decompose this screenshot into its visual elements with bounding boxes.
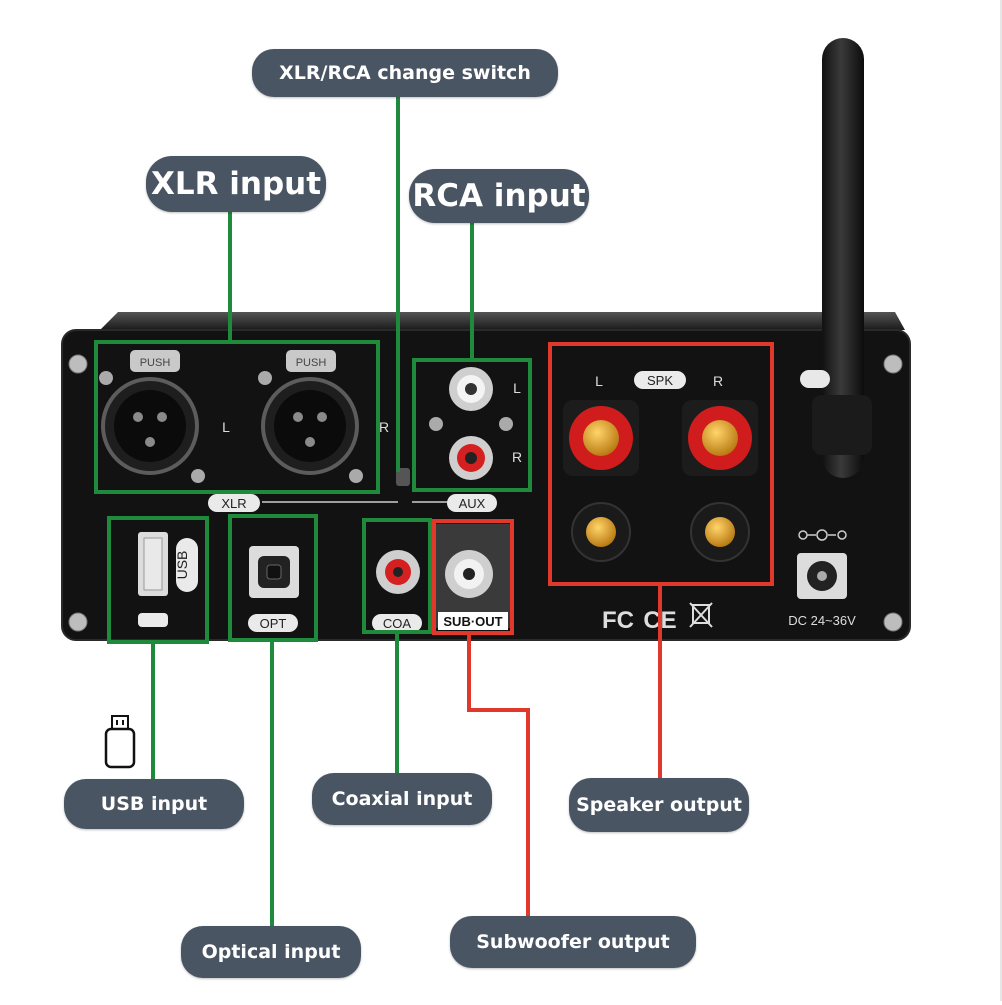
usb-flash-drive-icon: [104, 715, 136, 769]
rca-r-label: R: [512, 449, 522, 465]
callout-optical-input: Optical input: [181, 926, 361, 978]
coa-panel-label: COA: [383, 616, 412, 631]
sub-out-port: [436, 524, 510, 630]
rca-jack-white: [449, 367, 493, 411]
callout-xlr-input: XLR input: [146, 156, 326, 212]
speaker-terminals: [563, 371, 758, 562]
spk-l-label: L: [595, 373, 603, 389]
optical-port: [248, 546, 299, 632]
right-border: [1000, 0, 1002, 1001]
xlr-l-label: L: [222, 419, 230, 435]
callout-speaker-output: Speaker output: [569, 778, 749, 832]
xlr-r-label: R: [379, 419, 389, 435]
callout-xlr-rca-switch: XLR/RCA change switch: [252, 49, 558, 97]
rca-l-label: L: [513, 380, 521, 396]
fcc-mark: FC: [602, 607, 634, 634]
xlr-connector-left: [101, 350, 199, 475]
dc-power-jack: [797, 529, 847, 599]
sub-out-panel-label: SUB·OUT: [443, 614, 502, 629]
push-label-left: PUSH: [140, 357, 171, 369]
rca-jack-red: [449, 436, 493, 480]
xlr-panel-label: XLR: [221, 496, 246, 511]
usb-panel-label: USB: [174, 551, 190, 580]
xlr-aux-switch: [208, 468, 497, 512]
opt-panel-label: OPT: [260, 616, 287, 631]
callout-subwoofer-output: Subwoofer output: [450, 916, 696, 968]
usb-port: [138, 532, 198, 627]
antenna: [800, 38, 872, 478]
coaxial-port: [372, 550, 422, 632]
push-label-right: PUSH: [296, 357, 327, 369]
callout-coaxial-input: Coaxial input: [312, 773, 492, 825]
dc-rating-label: DC 24~36V: [788, 613, 856, 628]
weee-mark: [689, 602, 713, 628]
xlr-connector-right: [261, 350, 359, 475]
spk-panel-label: SPK: [647, 373, 673, 388]
spk-r-label: R: [713, 373, 723, 389]
callout-usb-input: USB input: [64, 779, 244, 829]
leader-lines: [151, 96, 662, 926]
aux-panel-label: AUX: [459, 496, 486, 511]
panel-screws: [68, 354, 903, 632]
callout-rca-input: RCA input: [409, 169, 589, 223]
